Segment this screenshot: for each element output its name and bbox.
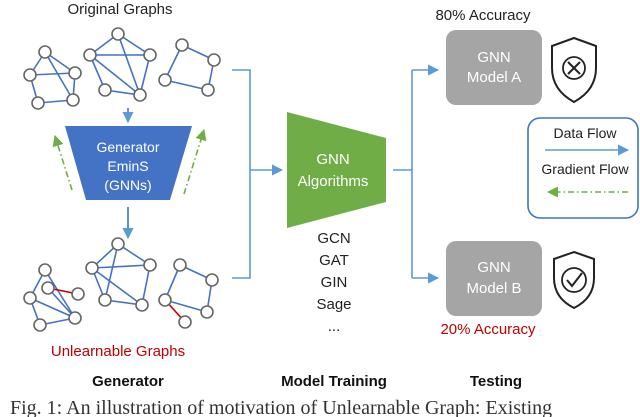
gradient-arrow-right	[183, 128, 207, 195]
shield-x-icon	[551, 36, 597, 104]
algorithm-item: Sage	[316, 296, 351, 313]
shield-check-icon	[553, 250, 595, 310]
generator-block	[65, 126, 192, 200]
algorithm-item: GCN	[317, 230, 350, 247]
unlearnable-graphs-label: Unlearnable Graphs	[51, 343, 185, 360]
original-graph-1	[23, 45, 82, 110]
generator-subtitle: (GNNs)	[104, 177, 151, 193]
model-b-line1: GNN	[477, 259, 510, 276]
gradient-arrow-left	[52, 134, 73, 191]
model-b-box	[446, 241, 542, 316]
original-graphs-label: Original Graphs	[67, 1, 172, 18]
legend-data-flow-label: Data Flow	[553, 125, 617, 141]
unlearnable-graph-3	[158, 258, 219, 329]
algorithm-item: GIN	[321, 274, 348, 291]
generator-title: Generator	[96, 139, 159, 155]
stage-label-generator: Generator	[92, 373, 164, 390]
algorithm-item: ...	[328, 318, 341, 335]
original-graph-3	[158, 38, 221, 97]
gnn-algorithms-block	[287, 112, 386, 228]
model-b-line2: Model B	[466, 280, 521, 297]
model-a-line2: Model A	[467, 69, 521, 86]
generator-name: EminS	[107, 158, 148, 174]
model-a-box	[446, 30, 542, 105]
legend-gradient-flow-label: Gradient Flow	[541, 161, 629, 177]
model-b-accuracy: 20% Accuracy	[440, 321, 536, 338]
gnn-title: GNN	[316, 151, 349, 168]
stage-label-testing: Testing	[470, 373, 522, 390]
figure-caption: Fig. 1: An illustration of motivation of…	[10, 397, 553, 417]
model-a-accuracy: 80% Accuracy	[435, 7, 531, 24]
algorithm-item: GAT	[319, 252, 349, 269]
unlearnable-graph-1	[23, 263, 85, 332]
model-a-line1: GNN	[477, 49, 510, 66]
algorithm-list: GCN GAT GIN Sage ...	[316, 230, 351, 335]
unlearnable-graph-2	[85, 237, 157, 312]
gnn-subtitle: Algorithms	[298, 173, 369, 190]
original-graph-2	[83, 27, 157, 102]
stage-label-model-training: Model Training	[281, 373, 387, 390]
bracket-left	[232, 69, 251, 279]
